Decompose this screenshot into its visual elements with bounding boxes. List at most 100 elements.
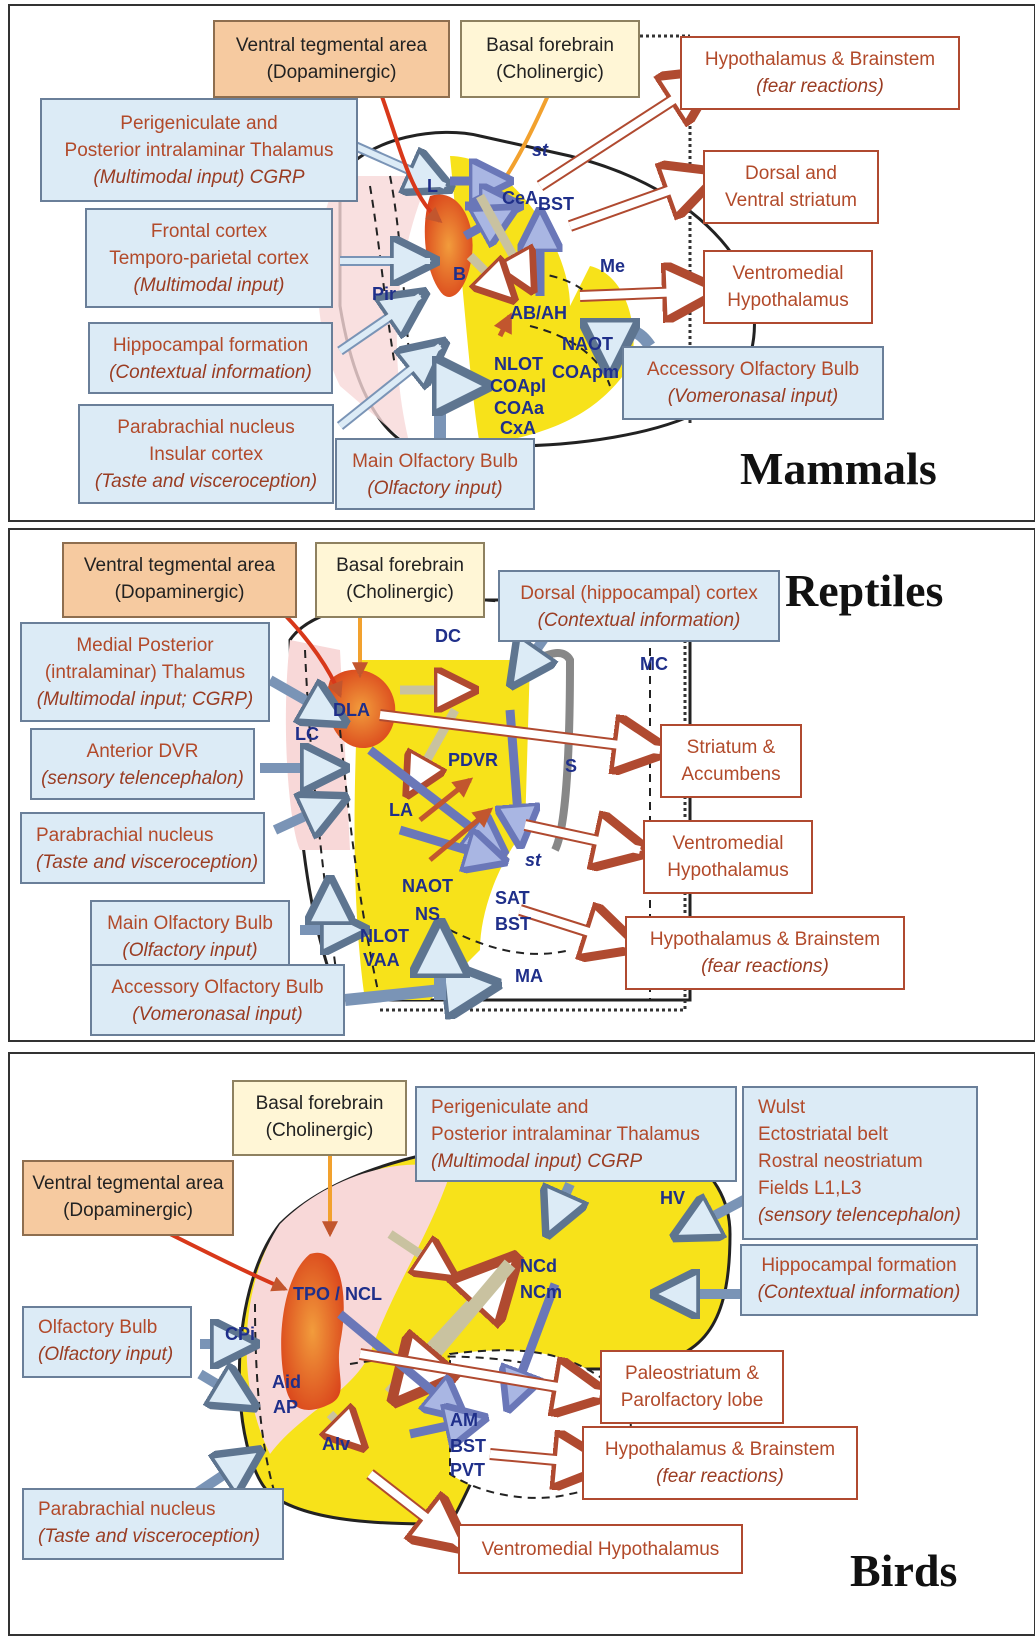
region-BST: BST bbox=[495, 914, 531, 935]
bf-subtitle: (Cholinergic) bbox=[462, 59, 638, 86]
mammals-hypbs-box: Hypothalamus & Brainstem (fear reactions… bbox=[680, 36, 960, 110]
region-NS: NS bbox=[415, 904, 440, 925]
medial-line2: (intralaminar) Thalamus bbox=[22, 659, 268, 686]
region-CxA: CxA bbox=[500, 418, 536, 439]
region-MA: MA bbox=[515, 966, 543, 987]
hippo-line2: (Contextual information) bbox=[90, 359, 331, 386]
antdvr-line2: (sensory telencephalon) bbox=[32, 765, 253, 792]
region-st: st bbox=[532, 140, 548, 161]
bf-subtitle: (Cholinergic) bbox=[234, 1117, 405, 1144]
birds-paleo-box: Paleostriatum & Parolfactory lobe bbox=[600, 1350, 784, 1424]
mammals-hippo-box: Hippocampal formation (Contextual inform… bbox=[88, 322, 333, 394]
region-TPO: TPO / NCL bbox=[293, 1284, 382, 1305]
paleo-line1: Paleostriatum & bbox=[602, 1360, 782, 1387]
aob-line2: (Vomeronasal input) bbox=[624, 383, 882, 410]
hypbs-subtitle: (fear reactions) bbox=[584, 1463, 856, 1490]
dorsal-line2: (Contextual information) bbox=[500, 607, 778, 634]
bf-title: Basal forebrain bbox=[462, 32, 638, 59]
hypbs-subtitle: (fear reactions) bbox=[627, 953, 903, 980]
region-NCd: NCd bbox=[520, 1256, 557, 1277]
aob-line1: Accessory Olfactory Bulb bbox=[92, 974, 343, 1001]
peri-line3: (Multimodal input) CGRP bbox=[431, 1148, 735, 1175]
bf-title: Basal forebrain bbox=[234, 1090, 405, 1117]
region-NAOT: NAOT bbox=[402, 876, 453, 897]
mob-line1: Main Olfactory Bulb bbox=[92, 910, 288, 937]
vmh-line1: Ventromedial bbox=[645, 830, 811, 857]
vmh-line1: Ventromedial bbox=[705, 260, 871, 287]
reptiles-vta-box: Ventral tegmental area (Dopaminergic) bbox=[62, 542, 297, 618]
vmh-line2: Hypothalamus bbox=[705, 287, 871, 314]
region-AIv: AIv bbox=[322, 1434, 350, 1455]
wulst-line4: Fields L1,L3 bbox=[758, 1175, 976, 1202]
wulst-line5: (sensory telencephalon) bbox=[758, 1202, 976, 1229]
frontal-line3: (Multimodal input) bbox=[87, 272, 331, 299]
mammals-panel: Ventral tegmental area (Dopaminergic) Ba… bbox=[8, 4, 1035, 522]
parab-line1: Parabrachial nucleus bbox=[36, 822, 263, 849]
antdvr-line1: Anterior DVR bbox=[32, 738, 253, 765]
region-st: st bbox=[525, 850, 541, 871]
region-SAT: SAT bbox=[495, 888, 530, 909]
region-DC: DC bbox=[435, 626, 461, 647]
birds-hypbs-box: Hypothalamus & Brainstem (fear reactions… bbox=[582, 1426, 858, 1500]
region-S: S bbox=[565, 756, 577, 777]
wulst-line1: Wulst bbox=[758, 1094, 976, 1121]
birds-wulst-box: Wulst Ectostriatal belt Rostral neostria… bbox=[742, 1086, 978, 1240]
region-HV: HV bbox=[660, 1188, 685, 1209]
birds-title: Birds bbox=[850, 1544, 957, 1597]
reptiles-dorsal-box: Dorsal (hippocampal) cortex (Contextual … bbox=[498, 570, 780, 642]
hypbs-subtitle: (fear reactions) bbox=[682, 73, 958, 100]
birds-panel: Basal forebrain (Cholinergic) Perigenicu… bbox=[8, 1052, 1035, 1636]
dorsal-line1: Dorsal (hippocampal) cortex bbox=[500, 580, 778, 607]
mammals-vmh-box: Ventromedial Hypothalamus bbox=[703, 250, 873, 324]
parab-line3: (Taste and visceroception) bbox=[80, 468, 332, 495]
parab-line2: (Taste and visceroception) bbox=[36, 849, 263, 876]
wulst-line2: Ectostriatal belt bbox=[758, 1121, 976, 1148]
striatum-line2: Ventral striatum bbox=[705, 187, 877, 214]
striatum-line2: Accumbens bbox=[662, 761, 800, 788]
region-AP: AP bbox=[273, 1397, 298, 1418]
reptiles-title: Reptiles bbox=[785, 564, 943, 617]
mammals-bf-box: Basal forebrain (Cholinergic) bbox=[460, 20, 640, 98]
region-NAOT: NAOT bbox=[562, 334, 613, 355]
hippo-line2: (Contextual information) bbox=[742, 1279, 976, 1306]
ob-line1: Olfactory Bulb bbox=[38, 1314, 190, 1341]
reptiles-antdvr-box: Anterior DVR (sensory telencephalon) bbox=[30, 728, 255, 800]
bf-subtitle: (Cholinergic) bbox=[317, 579, 483, 606]
paleo-line2: Parolfactory lobe bbox=[602, 1387, 782, 1414]
mammals-peri-box: Perigeniculate and Posterior intralamina… bbox=[40, 98, 358, 202]
reptiles-mob-box: Main Olfactory Bulb (Olfactory input) bbox=[90, 900, 290, 972]
region-COAa: COAa bbox=[494, 398, 544, 419]
mob-line2: (Olfactory input) bbox=[92, 937, 288, 964]
birds-vmh-box: Ventromedial Hypothalamus bbox=[458, 1524, 743, 1574]
region-BST: BST bbox=[450, 1436, 486, 1457]
vta-subtitle: (Dopaminergic) bbox=[64, 579, 295, 606]
parab-line2: (Taste and visceroception) bbox=[38, 1523, 282, 1550]
region-Aid: Aid bbox=[272, 1372, 301, 1393]
parab-line1: Parabrachial nucleus bbox=[38, 1496, 282, 1523]
mammals-vta-box: Ventral tegmental area (Dopaminergic) bbox=[213, 20, 450, 98]
mammals-mob-box: Main Olfactory Bulb (Olfactory input) bbox=[335, 438, 535, 510]
vta-subtitle: (Dopaminergic) bbox=[24, 1197, 232, 1224]
peri-line1: Perigeniculate and bbox=[42, 110, 356, 137]
parab-line2: Insular cortex bbox=[80, 441, 332, 468]
birds-peri-box: Perigeniculate and Posterior intralamina… bbox=[415, 1086, 737, 1182]
birds-bf-box: Basal forebrain (Cholinergic) bbox=[232, 1080, 407, 1156]
reptiles-vmh-box: Ventromedial Hypothalamus bbox=[643, 820, 813, 894]
vmh-line1: Ventromedial Hypothalamus bbox=[460, 1536, 741, 1563]
peri-line2: Posterior intralaminar Thalamus bbox=[431, 1121, 735, 1148]
region-BST: BST bbox=[538, 194, 574, 215]
region-NLOT: NLOT bbox=[360, 926, 409, 947]
aob-line2: (Vomeronasal input) bbox=[92, 1001, 343, 1028]
region-NCm: NCm bbox=[520, 1282, 562, 1303]
region-VAA: VAA bbox=[363, 950, 400, 971]
aob-line1: Accessory Olfactory Bulb bbox=[624, 356, 882, 383]
mammals-parab-box: Parabrachial nucleus Insular cortex (Tas… bbox=[78, 404, 334, 504]
birds-ob-box: Olfactory Bulb (Olfactory input) bbox=[22, 1306, 192, 1378]
region-DLA: DLA bbox=[333, 700, 370, 721]
reptiles-parab-box: Parabrachial nucleus (Taste and visceroc… bbox=[20, 812, 265, 884]
wulst-line3: Rostral neostriatum bbox=[758, 1148, 976, 1175]
region-COApl: COApl bbox=[490, 376, 546, 397]
reptiles-hypbs-box: Hypothalamus & Brainstem (fear reactions… bbox=[625, 916, 905, 990]
hypbs-title: Hypothalamus & Brainstem bbox=[627, 926, 903, 953]
vta-subtitle: (Dopaminergic) bbox=[215, 59, 448, 86]
